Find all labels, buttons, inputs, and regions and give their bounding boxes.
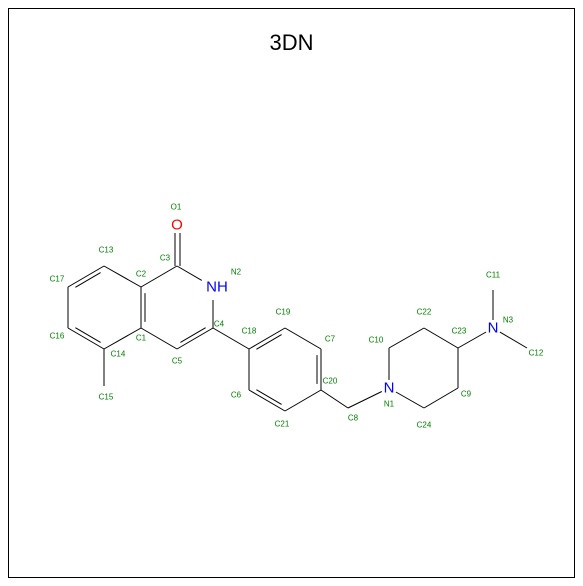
label-c10: C10: [369, 336, 384, 345]
label-n1: N1: [384, 400, 395, 409]
bond-c8-n1: [347, 391, 383, 409]
label-c21: C21: [275, 420, 290, 429]
label-c4: C4: [214, 320, 225, 329]
label-c12: C12: [529, 349, 544, 358]
bond-c10-c22: [388, 327, 425, 349]
label-c5: C5: [172, 357, 183, 366]
label-c24: C24: [417, 421, 432, 430]
label-c7: C7: [325, 335, 336, 344]
bond-c24-n1: [395, 391, 425, 409]
atom-n3-symbol: N: [488, 320, 499, 337]
bond-c16-c14-inner: [75, 327, 101, 343]
atom-o1-symbol: O: [171, 217, 183, 234]
bond-c9-c24: [423, 387, 459, 409]
atom-n1-symbol: N: [384, 380, 395, 397]
bond-c20-c21: [284, 389, 322, 412]
atoms: O NH N N: [171, 217, 498, 397]
bond-c23-n3: [457, 331, 487, 349]
bond-c13-c17: [67, 265, 105, 288]
label-c6: C6: [231, 391, 242, 400]
bond-c13-c17-inner: [75, 272, 101, 288]
label-c3: C3: [160, 254, 171, 263]
bond-c2-c3: [140, 265, 178, 288]
label-o1: O1: [171, 203, 182, 212]
label-n3: N3: [503, 316, 514, 325]
label-c16: C16: [50, 332, 65, 341]
label-c22: C22: [417, 308, 432, 317]
bond-c22-c23: [423, 327, 459, 349]
bond-c4-c18: [212, 327, 250, 350]
bond-c16-c14: [67, 327, 105, 350]
bond-c3-n2: [176, 265, 203, 281]
label-c23: C23: [452, 327, 467, 336]
bond-c20-c8: [320, 389, 349, 409]
label-c14: C14: [111, 350, 126, 359]
label-n2: N2: [231, 268, 242, 277]
bond-c4-c5: [176, 327, 214, 350]
bond-c21-c6-inner: [256, 389, 282, 405]
bond-c21-c6: [248, 389, 286, 412]
bond-c19-c7: [284, 327, 322, 350]
label-c2: C2: [136, 270, 147, 279]
bond-c18-c19-inner: [256, 334, 282, 350]
label-c11: C11: [486, 271, 501, 280]
bond-c18-c19: [248, 327, 286, 350]
label-c13: C13: [99, 246, 114, 255]
bond-c2-c13: [103, 265, 142, 288]
diagram-title: 3DN: [269, 30, 314, 55]
bond-n3-c12: [499, 331, 528, 349]
label-c9: C9: [461, 390, 472, 399]
bond-c14-c1: [103, 327, 142, 350]
label-c20: C20: [323, 377, 338, 386]
label-c8: C8: [348, 414, 359, 423]
label-c18: C18: [242, 327, 257, 336]
atom-n2-symbol: NH: [206, 279, 228, 296]
label-c1: C1: [136, 334, 147, 343]
label-c15: C15: [99, 393, 114, 402]
label-c19: C19: [276, 308, 291, 317]
bond-c4-c5-inner: [180, 327, 206, 343]
bond-c5-c1: [140, 327, 178, 350]
label-c17: C17: [50, 275, 65, 284]
bonds: [67, 233, 528, 412]
diagram-frame: [8, 8, 575, 578]
